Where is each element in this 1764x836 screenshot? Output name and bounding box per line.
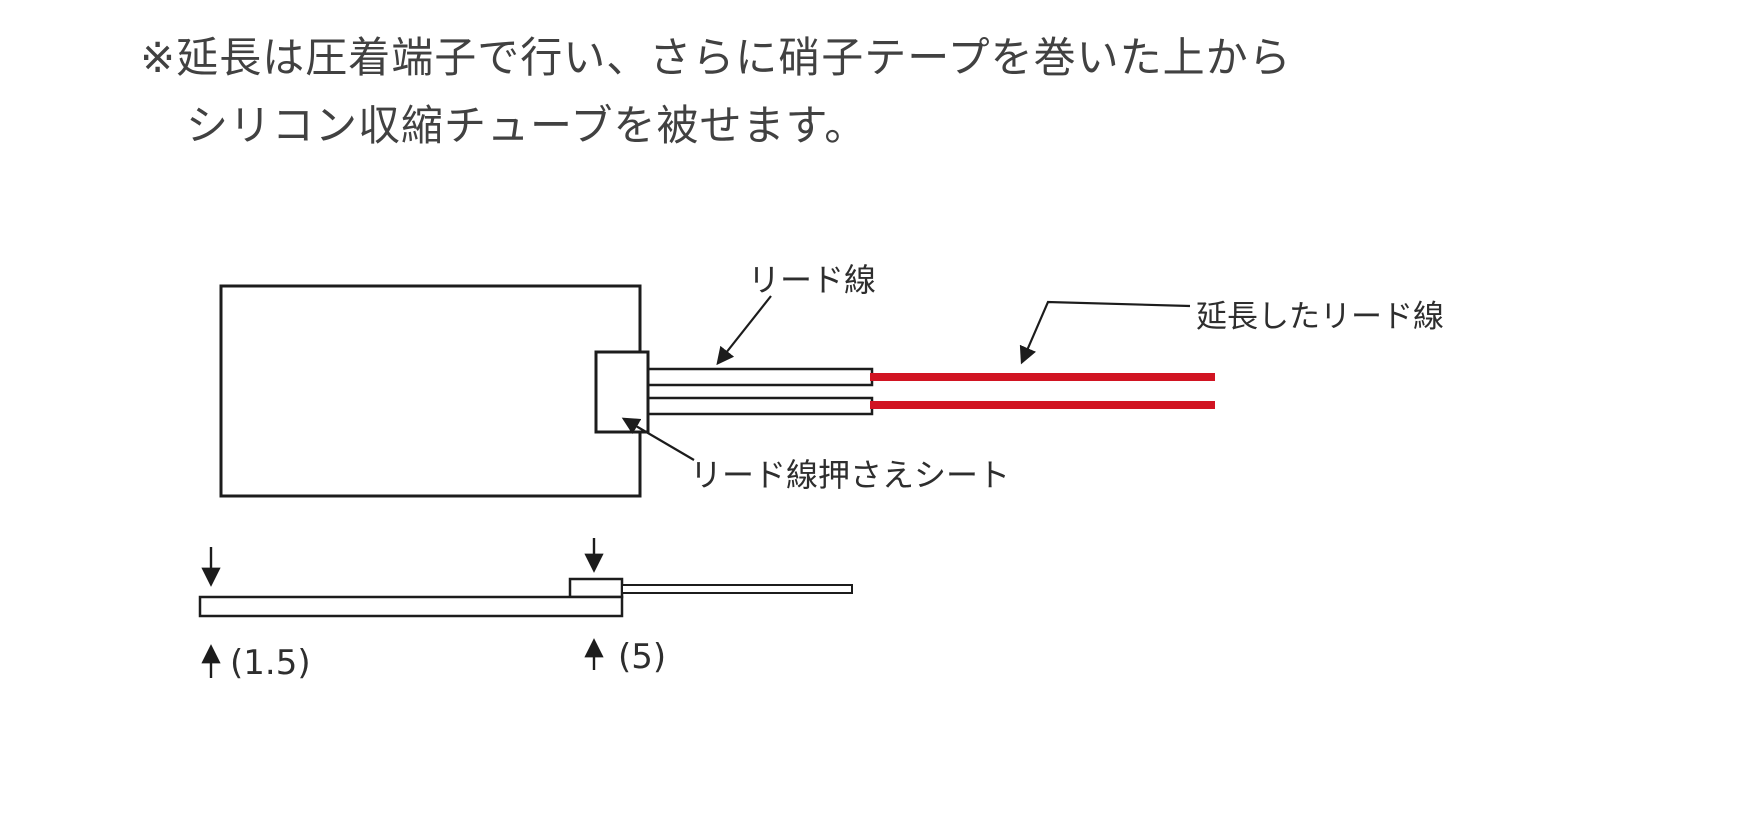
lead-wire-top [646, 367, 874, 387]
dim-label-heater-thickness: (1.5) [230, 643, 311, 683]
side-view-holding-sheet [568, 577, 624, 599]
label-lead-wire-holding-sheet: リード線押さえシート [690, 456, 1011, 494]
note-line-2: シリコン収縮チューブを被せます。 [186, 101, 868, 150]
side-view-heater-sheet [198, 595, 624, 618]
lead-wire-holding-sheet [594, 350, 650, 434]
side-view-lead-wire [621, 584, 853, 594]
leader-line-lead-wire [716, 295, 772, 366]
leader-line-holding-sheet [621, 417, 695, 461]
note-line-1: ※延長は圧着端子で行い、さらに硝子テープを巻いた上から [140, 33, 1292, 82]
label-lead-wire: リード線 [748, 261, 877, 299]
leader-line-extended-lead-wire [1019, 300, 1191, 365]
extended-lead-wire-top [870, 373, 1215, 381]
extended-lead-wire-bottom [870, 401, 1215, 409]
label-extended-lead-wire: 延長したリード線 [1196, 299, 1444, 335]
heater-body-outline [219, 284, 642, 498]
lead-wire-bottom [646, 396, 874, 416]
dim-label-sheet-thickness: (5) [618, 637, 667, 677]
